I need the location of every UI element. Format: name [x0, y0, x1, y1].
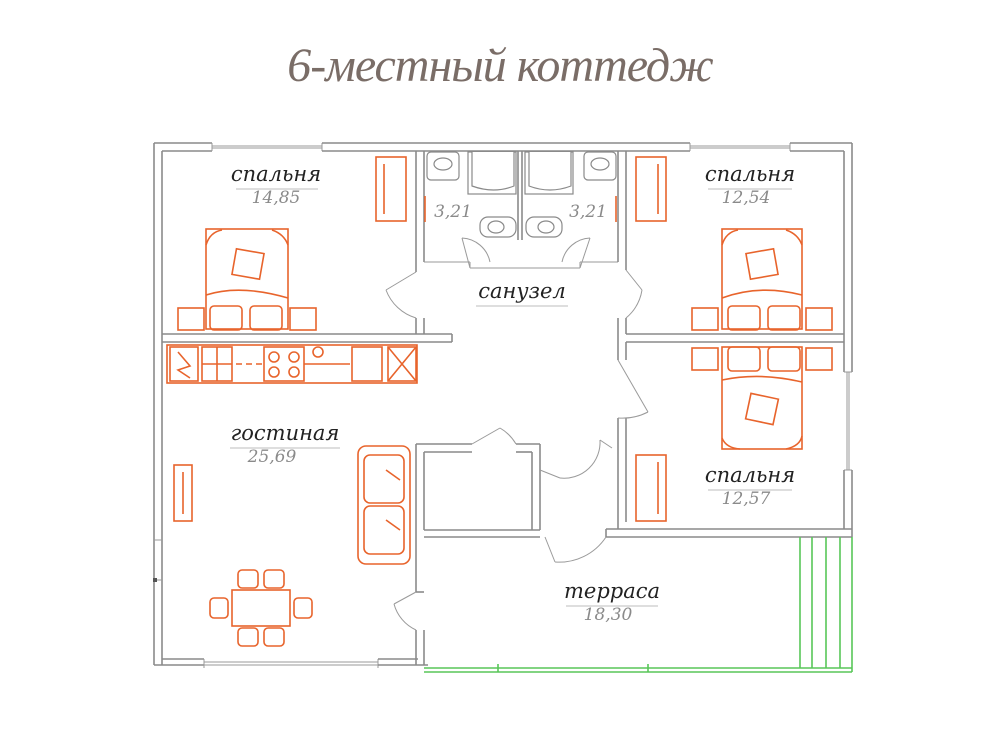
room-name-bathroom: санузел [478, 279, 566, 303]
room-area-bedroom-e: 12,57 [722, 489, 771, 509]
doors [385, 237, 649, 631]
bathroom-fixtures [424, 151, 617, 238]
room-area-bath-left: 3,21 [434, 202, 472, 222]
plan-title: 6-местный коттедж [287, 39, 714, 92]
interior-walls [162, 151, 852, 665]
room-area-terrace: 18,30 [584, 605, 633, 625]
room-labels: спальня 14,85 спальня 12,54 3,21 3,21 са… [230, 162, 795, 625]
room-area-bedroom-ne: 12,54 [722, 188, 771, 208]
outer-walls [153, 142, 853, 668]
room-name-bedroom-e: спальня [705, 463, 795, 487]
terrace-railing [424, 537, 853, 673]
room-name-bedroom-ne: спальня [705, 162, 795, 186]
room-area-bedroom-nw: 14,85 [252, 188, 301, 208]
room-name-bedroom-nw: спальня [231, 162, 321, 186]
room-name-living: гостиная [231, 421, 340, 445]
furniture [166, 156, 833, 647]
room-area-living: 25,69 [247, 447, 297, 467]
room-name-terrace: терраса [564, 579, 660, 603]
room-area-bath-right: 3,21 [569, 202, 607, 222]
